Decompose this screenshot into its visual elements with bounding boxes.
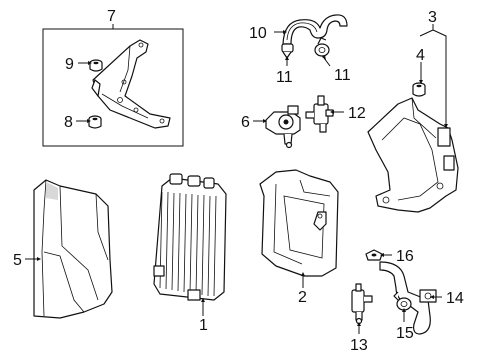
callout-16: 16 <box>396 248 414 265</box>
callout-2: 2 <box>298 289 307 306</box>
duct-part-5 <box>33 179 113 319</box>
callout-5: 5 <box>13 252 22 269</box>
grommet-part-9 <box>89 59 103 72</box>
clamp-part-11-left <box>281 43 294 59</box>
callout-11-left: 11 <box>276 69 293 86</box>
leader-3 <box>419 24 447 128</box>
valve-part-12 <box>305 95 334 133</box>
callout-6: 6 <box>241 114 250 131</box>
clip-part-16 <box>365 249 383 261</box>
clamp-part-11-right <box>314 37 330 57</box>
shroud-part-3 <box>367 97 459 213</box>
bracket-part-7 <box>91 39 171 129</box>
pump-part-6 <box>265 105 301 149</box>
callout-7: 7 <box>107 8 116 25</box>
valve-part-13 <box>351 283 373 325</box>
hose-part-10 <box>281 14 348 59</box>
callout-1: 1 <box>199 317 208 334</box>
callout-9: 9 <box>65 56 74 73</box>
grommet-part-8 <box>88 115 102 129</box>
leader-11-right <box>323 57 331 67</box>
bracket-part-2 <box>259 169 339 277</box>
callout-4: 4 <box>416 47 425 64</box>
callout-8: 8 <box>64 114 73 131</box>
callout-12: 12 <box>348 105 366 122</box>
callout-labels: 1 2 3 4 5 6 7 8 9 10 11 11 12 13 14 15 1… <box>13 8 464 354</box>
inset-bracket-group <box>42 24 184 147</box>
callout-13: 13 <box>350 337 368 354</box>
callout-14: 14 <box>446 290 464 307</box>
hose-part-14 <box>379 261 437 335</box>
callout-3: 3 <box>428 9 437 26</box>
grommet-part-4 <box>412 82 426 97</box>
callout-10: 10 <box>249 25 267 42</box>
radiator-part-1 <box>153 173 227 301</box>
callout-11-right: 11 <box>334 67 351 84</box>
callout-15: 15 <box>396 325 414 342</box>
